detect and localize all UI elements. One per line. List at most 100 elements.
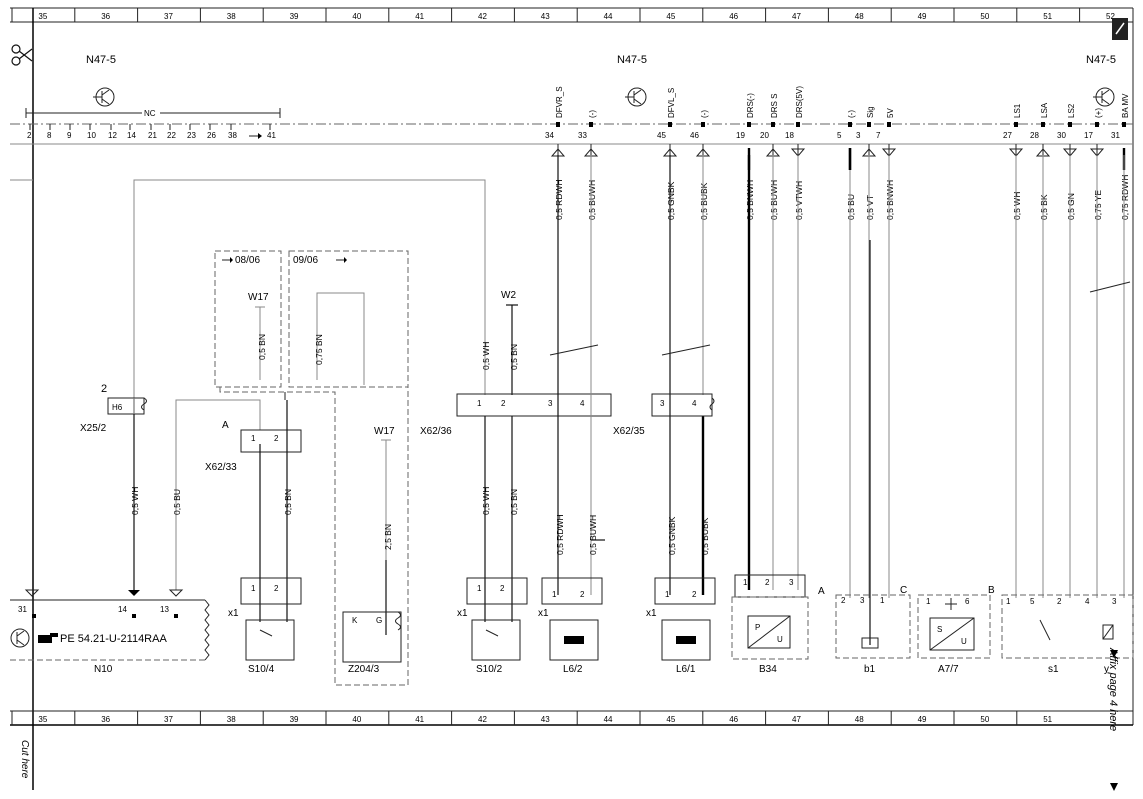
svg-text:5: 5 <box>1030 597 1035 606</box>
a-mark: A <box>222 420 229 431</box>
n10-reference: PE 54.21-U-2114RAA <box>60 633 167 645</box>
wire-label: 0,5 GN <box>1066 193 1076 220</box>
svg-text:2: 2 <box>1057 597 1062 606</box>
b1-label: b1 <box>864 664 876 675</box>
svg-text:6: 6 <box>965 597 970 606</box>
ruler-number: 42 <box>478 715 487 724</box>
ruler-number: 45 <box>666 12 675 21</box>
nc-pin-number: 9 <box>67 131 72 140</box>
wire-label: 0,5 WH <box>481 487 491 515</box>
wire-label: 0,5 VT <box>865 195 875 220</box>
nc-pin-number: 38 <box>228 131 237 140</box>
pin-number: 5 <box>837 131 842 140</box>
l6-2-connector <box>541 577 603 605</box>
x25-2-label: X25/2 <box>80 423 107 434</box>
svg-text:3: 3 <box>860 596 865 605</box>
w17b-label: W17 <box>374 426 395 437</box>
page-corner-icon <box>1112 18 1128 40</box>
nc-pin-number: 8 <box>47 131 52 140</box>
x62-36-label: X62/36 <box>420 426 452 437</box>
nc-pin-number: 12 <box>108 131 117 140</box>
ruler-number: 36 <box>101 12 110 21</box>
ruler-number: 43 <box>541 715 550 724</box>
svg-text:4: 4 <box>692 399 697 408</box>
nc-pin-number: 22 <box>167 131 176 140</box>
transistor-icon <box>625 87 647 107</box>
s10-4-label: S10/4 <box>248 664 275 675</box>
svg-text:1: 1 <box>477 584 482 593</box>
module-label-left: N47-5 <box>86 54 116 66</box>
module-label-right: N47-5 <box>1086 54 1116 66</box>
pin-signal-label: DFVL_S <box>667 88 676 118</box>
wire-label: 0,75 BN <box>314 334 324 365</box>
variant-box-b <box>288 250 409 388</box>
ruler-number: 46 <box>729 715 738 724</box>
svg-text:2: 2 <box>580 590 585 599</box>
pin-number: 20 <box>760 131 769 140</box>
wire-label: 2,5 BN <box>383 524 393 550</box>
n10-pin-14: 14 <box>118 605 127 614</box>
wire-label: 0,5 BUWH <box>588 515 598 555</box>
variant-box-a <box>214 250 282 388</box>
svg-text:1: 1 <box>926 597 931 606</box>
x1-label: x1 <box>228 608 239 619</box>
s10-2-label: S10/2 <box>476 664 503 675</box>
wire-label: 0,5 BN <box>257 334 267 360</box>
pin-number: 28 <box>1030 131 1039 140</box>
svg-text:1: 1 <box>251 434 256 443</box>
ruler-number: 37 <box>164 12 173 21</box>
a7-7-module <box>929 617 975 651</box>
s10-2-connector <box>466 577 528 605</box>
y-label: y <box>1104 664 1109 675</box>
wire-label: 0,5 WH <box>481 342 491 370</box>
svg-text:4: 4 <box>580 399 585 408</box>
cut-here-label: Cut here <box>19 740 30 779</box>
svg-text:1: 1 <box>880 596 885 605</box>
ruler-number: 48 <box>855 12 864 21</box>
ruler-number: 52 <box>1106 12 1115 21</box>
scissors-icon <box>11 44 33 66</box>
nc-pin-number: 2 <box>27 131 32 140</box>
pin-number: 46 <box>690 131 699 140</box>
s1-label: s1 <box>1048 664 1059 675</box>
wire-label: 0,5 WH <box>1012 192 1022 220</box>
nc-pin-number: 41 <box>267 131 276 140</box>
affix-arrow-icon <box>1110 650 1118 658</box>
z204-3-block <box>342 611 402 663</box>
ruler-number: 35 <box>38 715 47 724</box>
pin-signal-label: Sig <box>866 106 875 118</box>
wire-label: 0,5 BU <box>846 194 856 220</box>
pin-signal-label: DRS(5V) <box>795 86 804 118</box>
ruler-number: 44 <box>604 715 613 724</box>
ruler-number: 49 <box>918 12 927 21</box>
pin-number: 31 <box>1111 131 1120 140</box>
svg-text:S: S <box>937 625 942 634</box>
n10-block: 31 14 13 PE 54.21-U-2114RAA N10 <box>10 589 210 675</box>
svg-text:U: U <box>777 635 783 644</box>
svg-text:4: 4 <box>1085 597 1090 606</box>
x62-33-label: X62/33 <box>205 462 237 473</box>
svg-text:3: 3 <box>660 399 665 408</box>
wire-label: 0,5 VTWH <box>794 181 804 220</box>
wire-label: 0,5 BK <box>1039 194 1049 220</box>
ruler-number: 48 <box>855 715 864 724</box>
ruler-number: 40 <box>352 12 361 21</box>
w17-label: W17 <box>248 292 269 303</box>
pin-signal-label: LSA <box>1040 102 1049 118</box>
conn-b-label: B <box>988 585 995 596</box>
pin-signal-label: DFVR_S <box>555 86 564 118</box>
pin-signal-label: (-) <box>588 110 597 118</box>
wire-label: 0,5 GNBK <box>666 181 676 220</box>
x62-35-connector <box>651 393 713 417</box>
x62-33-connector <box>240 429 302 453</box>
pin-signal-label: LS1 <box>1013 103 1022 118</box>
n10-pin-13: 13 <box>160 605 169 614</box>
nc-bracket: NC <box>25 108 281 118</box>
s10-4-switch <box>245 619 295 661</box>
wire-label: 0,75 RDWH <box>1120 175 1130 220</box>
conn-c-label: C <box>900 585 907 596</box>
svg-text:2: 2 <box>501 399 506 408</box>
transistor-icon <box>93 87 115 107</box>
